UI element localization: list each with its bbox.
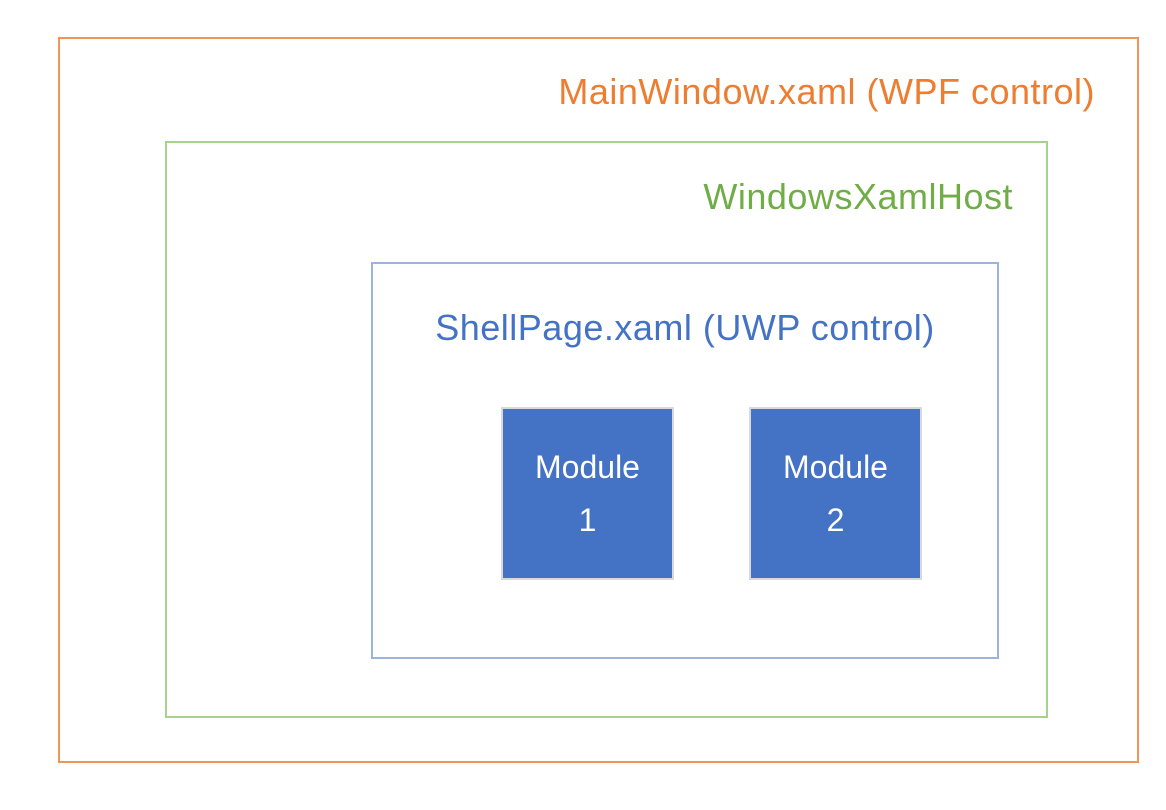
shellpage-uwp-box: ShellPage.xaml (UWP control) Module 1 Mo… bbox=[371, 262, 999, 659]
mainwindow-wpf-box: MainWindow.xaml (WPF control) WindowsXam… bbox=[58, 37, 1139, 763]
module-1-label-line2: 1 bbox=[578, 501, 597, 538]
module-1-box: Module 1 bbox=[501, 407, 674, 580]
module-1-label-line1: Module bbox=[535, 448, 640, 485]
mainwindow-wpf-label: MainWindow.xaml (WPF control) bbox=[558, 71, 1095, 112]
module-2-label-line1: Module bbox=[783, 448, 888, 485]
module-2-box: Module 2 bbox=[749, 407, 922, 580]
windows-xaml-host-box: WindowsXamlHost ShellPage.xaml (UWP cont… bbox=[165, 141, 1048, 718]
shellpage-uwp-label: ShellPage.xaml (UWP control) bbox=[435, 307, 935, 348]
module-2-label-line2: 2 bbox=[826, 501, 845, 538]
windows-xaml-host-label: WindowsXamlHost bbox=[703, 176, 1013, 217]
